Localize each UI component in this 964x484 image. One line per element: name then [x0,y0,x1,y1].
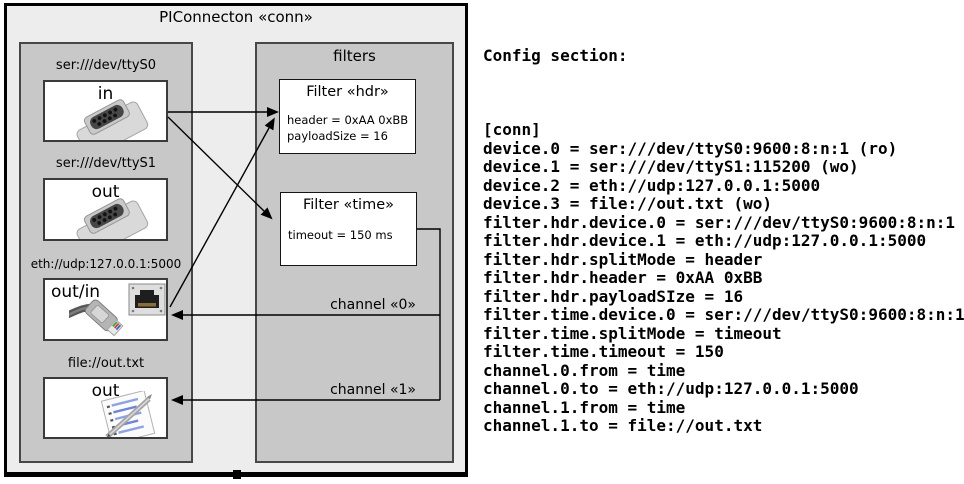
filter-property: payloadSize = 16 [287,128,388,143]
diagram-title: PIConnecton «conn» [159,8,313,26]
device-box-file: out [43,377,168,439]
config-line: device.3 = file://out.txt (wo) [483,194,772,213]
config-line: filter.hdr.header = 0xAA 0xBB [483,268,763,287]
config-line: device.0 = ser:///dev/ttyS0:9600:8:n:1 (… [483,138,898,158]
filter-property: timeout = 150 ms [288,228,393,242]
device-box-ttys1: out [43,178,168,241]
config-heading: Config section: [483,46,628,65]
config-line: filter.hdr.splitMode = header [483,249,763,269]
device-port-label: out/in [51,282,101,302]
config-line: [conn] [483,120,541,139]
filter-hdr-properties: header = 0xAA 0xBB payloadSize = 16 [287,113,408,144]
config-line: filter.time.splitMode = timeout [483,323,782,343]
device-label-eth: eth://udp:127.0.0.1:5000 [30,257,182,271]
config-line: channel.1.from = time [483,397,686,417]
serial-connector-icon [76,198,149,239]
device-label-ttys1: ser:///dev/ttyS1 [55,156,157,171]
device-port-label: in [97,84,114,104]
config-line: device.1 = ser:///dev/ttyS1:115200 (wo) [483,157,859,176]
filter-hdr-box: Filter «hdr» header = 0xAA 0xBB payloadS… [279,79,416,154]
filters-panel-title: filters [333,47,376,65]
config-line: channel.0.to = eth://udp:127.0.0.1:5000 [483,379,859,398]
filter-property: header = 0xAA 0xBB [287,113,409,127]
config-line: filter.time.device.0 = ser:///dev/ttyS0:… [483,305,964,324]
filter-time-box: Filter «time» timeout = 150 ms [280,192,417,266]
device-port-label: out [91,381,120,401]
config-line: filter.hdr.payloadSIze = 16 [483,286,744,306]
config-line: filter.hdr.device.0 = ser:///dev/ttyS0:9… [483,212,956,232]
serial-connector-icon [76,99,149,140]
channel-1-label: channel «1» [330,382,416,398]
config-line: filter.time.timeout = 150 [483,342,724,361]
device-box-ttys0: in [43,80,168,142]
notepad-pen-icon [100,391,156,437]
filter-hdr-title: Filter «hdr» [306,84,389,100]
config-line: channel.1.to = file://out.txt [483,416,763,435]
device-label-file: file://out.txt [67,356,145,371]
config-line: device.2 = eth://udp:127.0.0.1:5000 [483,175,821,195]
filter-time-title: Filter «time» [302,197,395,213]
filter-time-properties: timeout = 150 ms [288,228,393,244]
device-label-ttys0: ser:///dev/ttyS0 [55,58,157,73]
config-section: Config section: [conn]device.0 = ser:///… [483,10,964,473]
device-box-eth: out/in [43,278,168,341]
channel-0-label: channel «0» [330,297,416,313]
config-line: filter.hdr.device.1 = eth://udp:127.0.0.… [483,231,927,250]
ethernet-connector-icon [69,283,166,337]
device-port-label: out [91,182,120,202]
config-line: channel.0.from = time [483,360,686,380]
config-lines: [conn]device.0 = ser:///dev/ttyS0:9600:8… [483,120,964,436]
